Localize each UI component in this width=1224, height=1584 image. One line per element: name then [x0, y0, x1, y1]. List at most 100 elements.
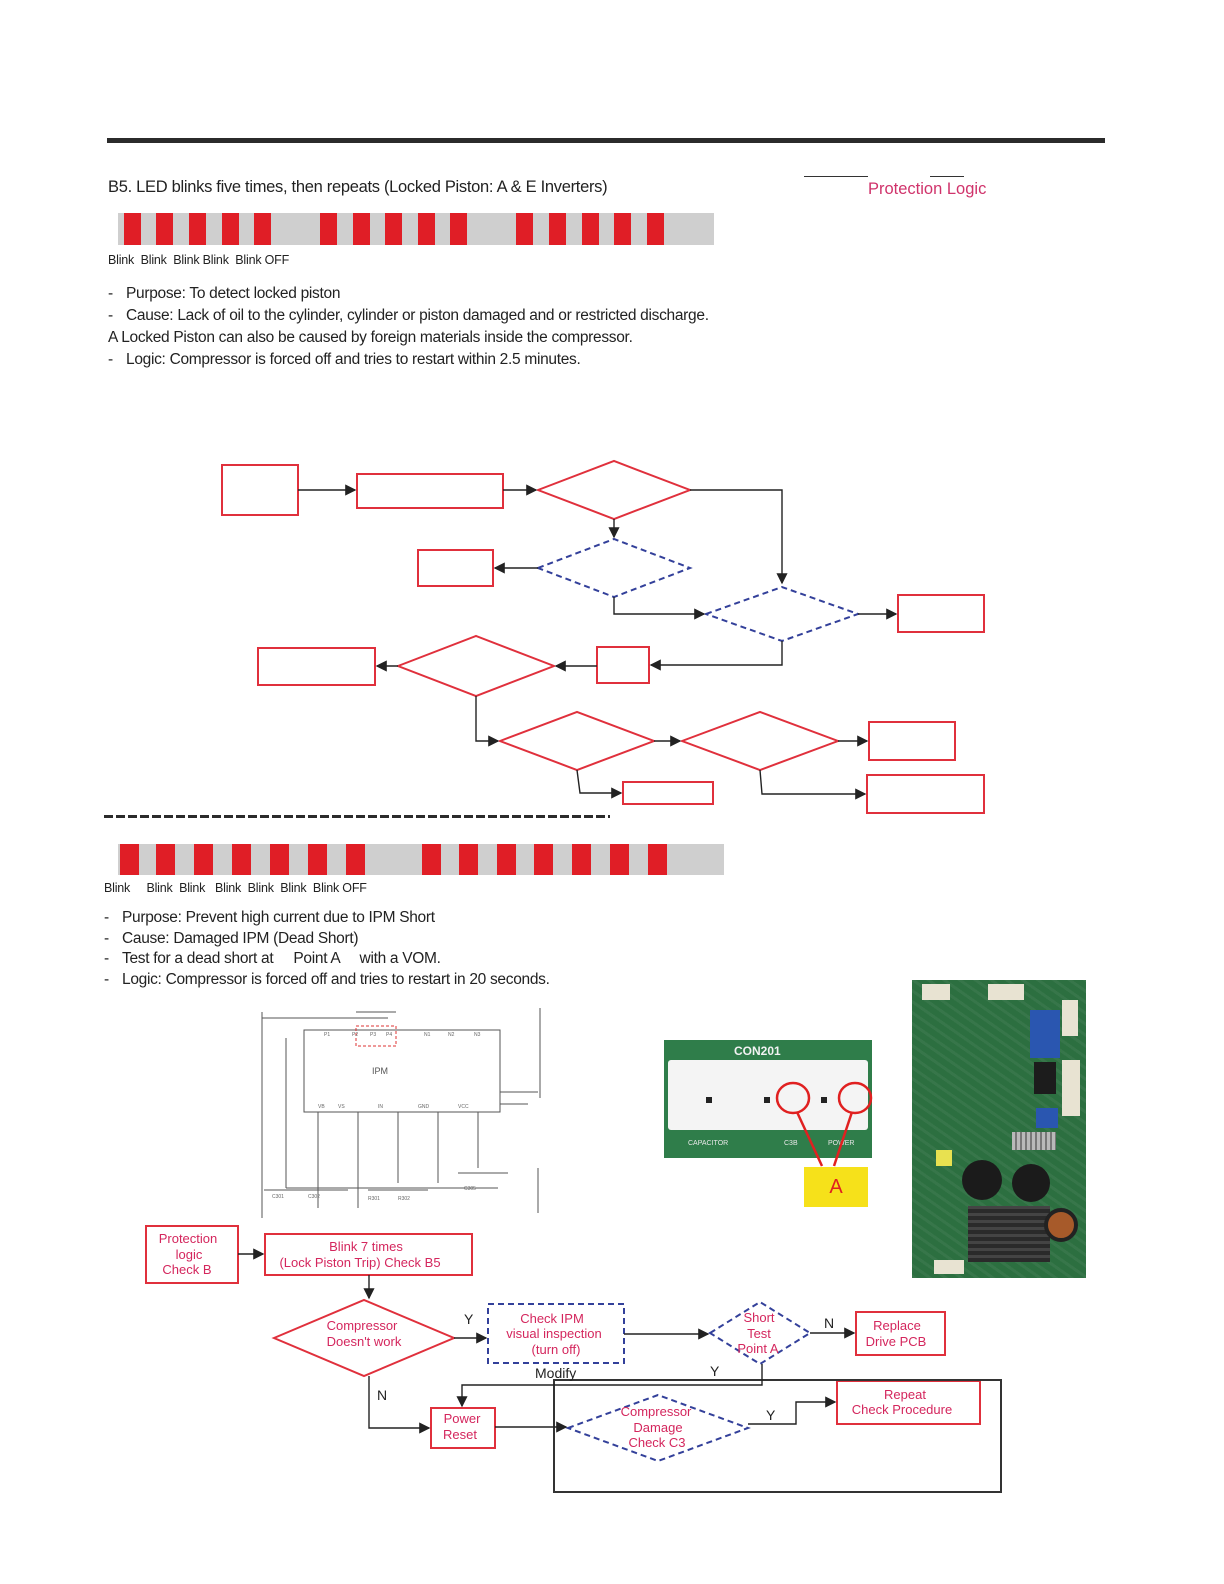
upper-flowchart [221, 459, 985, 814]
heatsink [1012, 1132, 1056, 1150]
svg-text:Blink 7 times: Blink 7 times [329, 1239, 403, 1254]
blink-mark [222, 213, 239, 245]
svg-text:Short: Short [743, 1310, 774, 1325]
blink-mark [346, 844, 365, 875]
svg-text:VB: VB [318, 1104, 325, 1110]
b5-bullet: -Logic: Compressor is forced off and tri… [108, 351, 581, 368]
svg-text:Y: Y [464, 1311, 474, 1327]
flow-box [596, 646, 650, 684]
flow-arrow [368, 1376, 431, 1434]
flow-arrow [649, 641, 783, 671]
point-a-circle [837, 1081, 873, 1115]
svg-text:Test: Test [747, 1326, 771, 1341]
connector-block [922, 984, 950, 1000]
ipm-flowchart: Protection logic Check B Blink 7 times (… [145, 1225, 1002, 1493]
b6-bullet: -Purpose: Prevent high current due to IP… [104, 909, 435, 926]
blink-mark [308, 844, 327, 875]
flow-box [866, 774, 985, 814]
svg-text:VCC: VCC [458, 1104, 469, 1110]
svg-text:C301: C301 [272, 1194, 284, 1200]
blink-mark [254, 213, 271, 245]
inductor [1044, 1208, 1078, 1242]
flow-decision-dashed [535, 537, 693, 599]
protection-rule-1 [804, 176, 868, 177]
b5-bullet: -Purpose: To detect locked piston [108, 285, 341, 302]
point-a-label: A [829, 1176, 843, 1198]
modify-loop-frame [553, 1379, 1002, 1493]
header-rule [107, 138, 1105, 143]
blink-mark [572, 844, 591, 875]
svg-text:C305: C305 [464, 1186, 476, 1192]
flow-arrow [759, 769, 867, 800]
flow-box [417, 549, 494, 587]
svg-text:logic: logic [176, 1247, 203, 1262]
blink-mark [614, 213, 631, 245]
svg-text:GND: GND [418, 1104, 430, 1110]
drive-pcb-photo [912, 980, 1086, 1278]
svg-text:Protection: Protection [159, 1231, 218, 1246]
connector-body [668, 1060, 868, 1130]
blink-mark [647, 213, 664, 245]
svg-text:Check Procedure: Check Procedure [852, 1402, 952, 1417]
flow-decision [679, 710, 841, 772]
svg-text:Y: Y [766, 1407, 776, 1423]
capacitor [962, 1160, 1002, 1200]
svg-text:N: N [824, 1315, 834, 1331]
connector-block [988, 984, 1024, 1000]
blink-mark [516, 213, 533, 245]
blink-mark [418, 213, 435, 245]
blink-mark [320, 213, 337, 245]
blink-mark [610, 844, 629, 875]
power-reset-box [430, 1407, 496, 1449]
b5-bullet-continued: A Locked Piston can also be caused by fo… [108, 329, 633, 346]
blink-mark [189, 213, 206, 245]
relay-block [1036, 1108, 1058, 1128]
svg-text:C302: C302 [308, 1194, 320, 1200]
connector-block [1062, 1060, 1080, 1116]
svg-text:IN: IN [378, 1104, 383, 1110]
svg-text:Y: Y [710, 1363, 720, 1379]
b6-blink-bar [118, 844, 724, 875]
flow-decision [497, 710, 657, 772]
blink-mark [156, 213, 173, 245]
b5-blink-labels: Blink Blink Blink Blink Blink OFF [108, 253, 290, 267]
connector-label: CON201 [734, 1044, 781, 1058]
flow-arrow [576, 769, 623, 799]
svg-text:Point A: Point A [737, 1341, 779, 1356]
b5-bullets: -Purpose: To detect locked piston -Cause… [108, 283, 808, 371]
blink-mark [422, 844, 441, 875]
svg-text:Replace: Replace [873, 1318, 921, 1333]
flow-box [897, 594, 985, 633]
flow-box [257, 647, 376, 686]
blink-mark [270, 844, 289, 875]
svg-text:Check IPM: Check IPM [520, 1311, 584, 1326]
connector-pin [706, 1097, 712, 1103]
connector-pin [821, 1097, 827, 1103]
b6-blink-labels: Blink Blink Blink Blink Blink Blink Blin… [104, 881, 367, 895]
flow-arrow [613, 597, 706, 620]
blink-mark [385, 213, 402, 245]
protection-rule-2 [930, 176, 964, 177]
svg-text:P3: P3 [370, 1032, 376, 1038]
svg-text:(turn off): (turn off) [532, 1342, 581, 1357]
svg-text:R301: R301 [368, 1196, 380, 1202]
svg-text:N3: N3 [474, 1032, 481, 1038]
flow-box [356, 473, 504, 509]
ipm-label: IPM [372, 1066, 388, 1076]
relay-block [1034, 1062, 1056, 1094]
flow-box-start [221, 464, 299, 516]
blink-mark [648, 844, 667, 875]
point-a-callout [775, 1081, 873, 1167]
protection-logic-link[interactable]: Protection Logic [868, 180, 987, 198]
point-a-label-box: A [804, 1167, 868, 1207]
point-a-circle [775, 1081, 811, 1115]
svg-text:Modify: Modify [535, 1365, 576, 1381]
svg-text:Drive PCB: Drive PCB [866, 1334, 927, 1349]
replace-drive-pcb-box [855, 1311, 946, 1356]
connector-photo: CON201 CAPACITOR C3B POWER [664, 1040, 872, 1158]
svg-text:P1: P1 [324, 1032, 330, 1038]
blink-mark [534, 844, 553, 875]
svg-text:N1: N1 [424, 1032, 431, 1038]
blink-mark [194, 844, 213, 875]
